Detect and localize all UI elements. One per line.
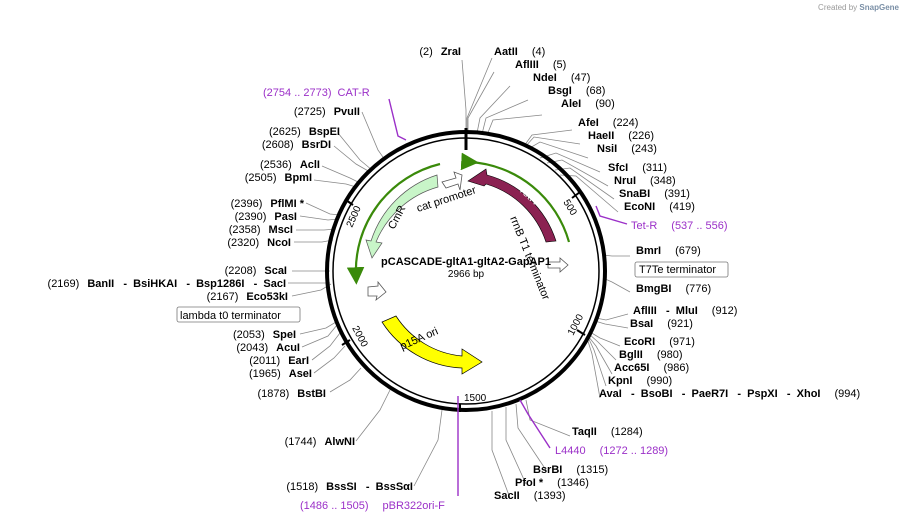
- ori-arrow[interactable]: [381, 315, 483, 375]
- site-alei: AleI(90): [561, 98, 615, 110]
- site-bstbi: (1878)BstBI: [257, 388, 326, 400]
- site-bspei: (2625)BspEI: [269, 126, 340, 138]
- site-pflmi: (2396)PflMI *: [231, 198, 305, 210]
- site-acc65i: Acc65I(986): [614, 362, 689, 374]
- site-bsrdi: (2608)BsrDI: [262, 139, 331, 151]
- site-msci: (2358)MscI: [229, 224, 293, 236]
- site-pasi: (2390)PasI: [235, 211, 297, 223]
- site-afei: AfeI(224): [578, 117, 638, 129]
- site-pfoi: PfoI *(1346): [515, 477, 589, 489]
- site-acli: (2536)AclI: [260, 159, 320, 171]
- site-bsai: BsaI(921): [630, 318, 693, 330]
- plasmid-name: pCASCADE-gltA1-gltA2-GapAP1: [381, 256, 551, 268]
- sites-left: (2)ZraI (2725)PvuII (2625)BspEI (2608)Bs…: [48, 46, 461, 493]
- primer-marks: [388, 98, 628, 496]
- site-econi: EcoNI(419): [624, 201, 695, 213]
- green-arc-left: [346, 162, 441, 285]
- site-ncoi: (2320)NcoI: [227, 237, 291, 249]
- callout-lambda-label: lambda t0 terminator: [180, 310, 281, 322]
- green-arc-right: [460, 152, 571, 243]
- site-snabi: SnaBI(391): [619, 188, 690, 200]
- primer-labels: (2754 .. 2773)CAT-R Tet-R(537 .. 556) L4…: [263, 87, 728, 512]
- site-acui: (2043)AcuI: [236, 342, 300, 354]
- site-bsssi: (1518)BssSI - BssSαI: [286, 481, 413, 493]
- site-afliii-mlui: AflIII - MluI(912): [633, 305, 737, 317]
- primer-pbr322orif: (1486 .. 1505)pBR322ori-F: [300, 500, 445, 512]
- site-avai-xhoi: AvaI - BsoBI - PaeR7I - PspXI - XhoI(994…: [599, 388, 860, 400]
- site-kpni: KpnI(990): [608, 375, 672, 387]
- callout-lambda[interactable]: lambda t0 terminator: [176, 306, 301, 323]
- cmr-arrow[interactable]: [365, 174, 439, 259]
- snapgene-credit: Created by SnapGene: [818, 3, 899, 12]
- site-bsgi: BsgI(68): [548, 85, 605, 97]
- site-scai: (2208)ScaI: [225, 265, 287, 277]
- tick-label-500: 500: [560, 198, 578, 218]
- primer-catr: (2754 .. 2773)CAT-R: [263, 87, 370, 99]
- site-pvuii: (2725)PvuII: [294, 106, 360, 118]
- promoter-arrow[interactable]: [441, 171, 463, 191]
- callout-t7te[interactable]: T7Te terminator: [634, 261, 729, 278]
- site-haeii: HaeII(226): [588, 130, 654, 142]
- plasmid-length: 2966 bp: [448, 269, 485, 280]
- terminator-arrow-rrnb[interactable]: [547, 257, 569, 273]
- site-bpmi: (2505)BpmI: [245, 172, 312, 184]
- tetr-arrow[interactable]: [467, 168, 557, 243]
- sites-right: AatII(4) AflIII(5) NdeI(47) BsgI(68) Ale…: [494, 46, 860, 502]
- site-eari: (2011)EarI: [249, 355, 309, 367]
- tick-marks: [341, 191, 586, 412]
- site-taqii: TaqII(1284): [572, 426, 643, 438]
- tick-label-2500: 2500: [345, 204, 364, 229]
- site-zrai: (2)ZraI: [419, 46, 461, 58]
- site-alwni: (1744)AlwNI: [285, 436, 355, 448]
- site-bsrbi: BsrBI(1315): [533, 464, 608, 476]
- site-ecori: EcoRI(971): [624, 336, 695, 348]
- site-banii-saci: (2169)BanII - BsiHKAI - Bsp1286I - SacI: [48, 278, 286, 290]
- primer-l4440: L4440(1272 .. 1289): [555, 445, 668, 457]
- site-sfci: SfcI(311): [608, 162, 667, 174]
- callout-t7te-label: T7Te terminator: [639, 264, 716, 276]
- tick-label-1500: 1500: [464, 393, 487, 404]
- lambda-terminator-arrow[interactable]: [367, 280, 387, 302]
- site-bmgbi: BmgBI(776): [636, 283, 711, 295]
- credit-prefix: Created by: [818, 3, 858, 12]
- site-afliii: AflIII(5): [515, 59, 566, 71]
- site-aatii: AatII(4): [494, 46, 545, 58]
- tick-label-2000: 2000: [349, 324, 369, 349]
- primer-tetr: Tet-R(537 .. 556): [631, 220, 728, 232]
- site-spei: (2053)SpeI: [233, 329, 296, 341]
- site-bmri: BmrI(679): [636, 245, 701, 257]
- site-nrui: NruI(348): [614, 175, 676, 187]
- site-nsii: NsiI(243): [597, 143, 657, 155]
- site-asei: (1965)AseI: [249, 368, 312, 380]
- site-bglii: BglII(980): [619, 349, 683, 361]
- site-eco53ki: (2167)Eco53kI: [207, 291, 288, 303]
- site-ndei: NdeI(47): [533, 72, 590, 84]
- credit-brand: SnapGene: [859, 3, 899, 12]
- site-sacii: SacII(1393): [494, 490, 565, 502]
